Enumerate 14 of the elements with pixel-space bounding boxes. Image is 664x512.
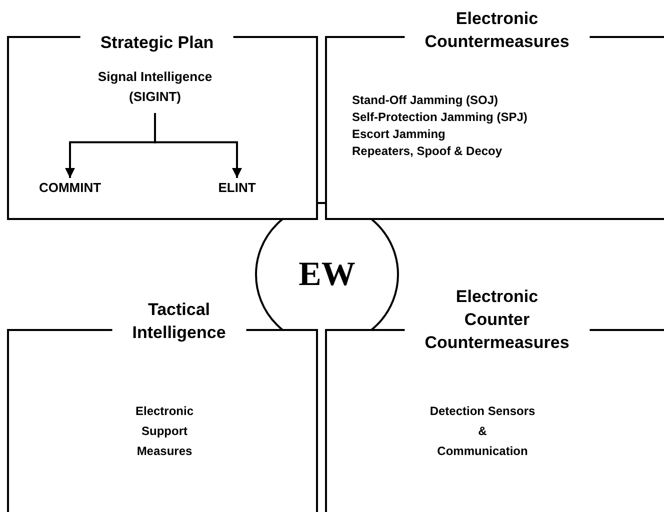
center-label: EW bbox=[298, 258, 356, 292]
list-item: Repeaters, Spoof & Decoy bbox=[352, 143, 504, 160]
body-text: Detection Sensors bbox=[430, 403, 536, 420]
body-text: & bbox=[478, 423, 487, 440]
item-label: ELINT bbox=[200, 178, 274, 198]
list-item: Stand-Off Jamming (SOJ) bbox=[352, 92, 500, 109]
item-label: Signal Intelligence (SIGINT) bbox=[85, 67, 225, 113]
body-text: Communication bbox=[437, 443, 528, 460]
body-text: Electronic Support Measures bbox=[135, 403, 194, 460]
item-label: COMMINT bbox=[22, 178, 118, 198]
list-item: Escort Jamming bbox=[352, 126, 446, 143]
connector-line bbox=[318, 202, 325, 204]
list-item: Self-Protection Jamming (SPJ) bbox=[352, 109, 528, 126]
arrow bbox=[154, 113, 242, 178]
